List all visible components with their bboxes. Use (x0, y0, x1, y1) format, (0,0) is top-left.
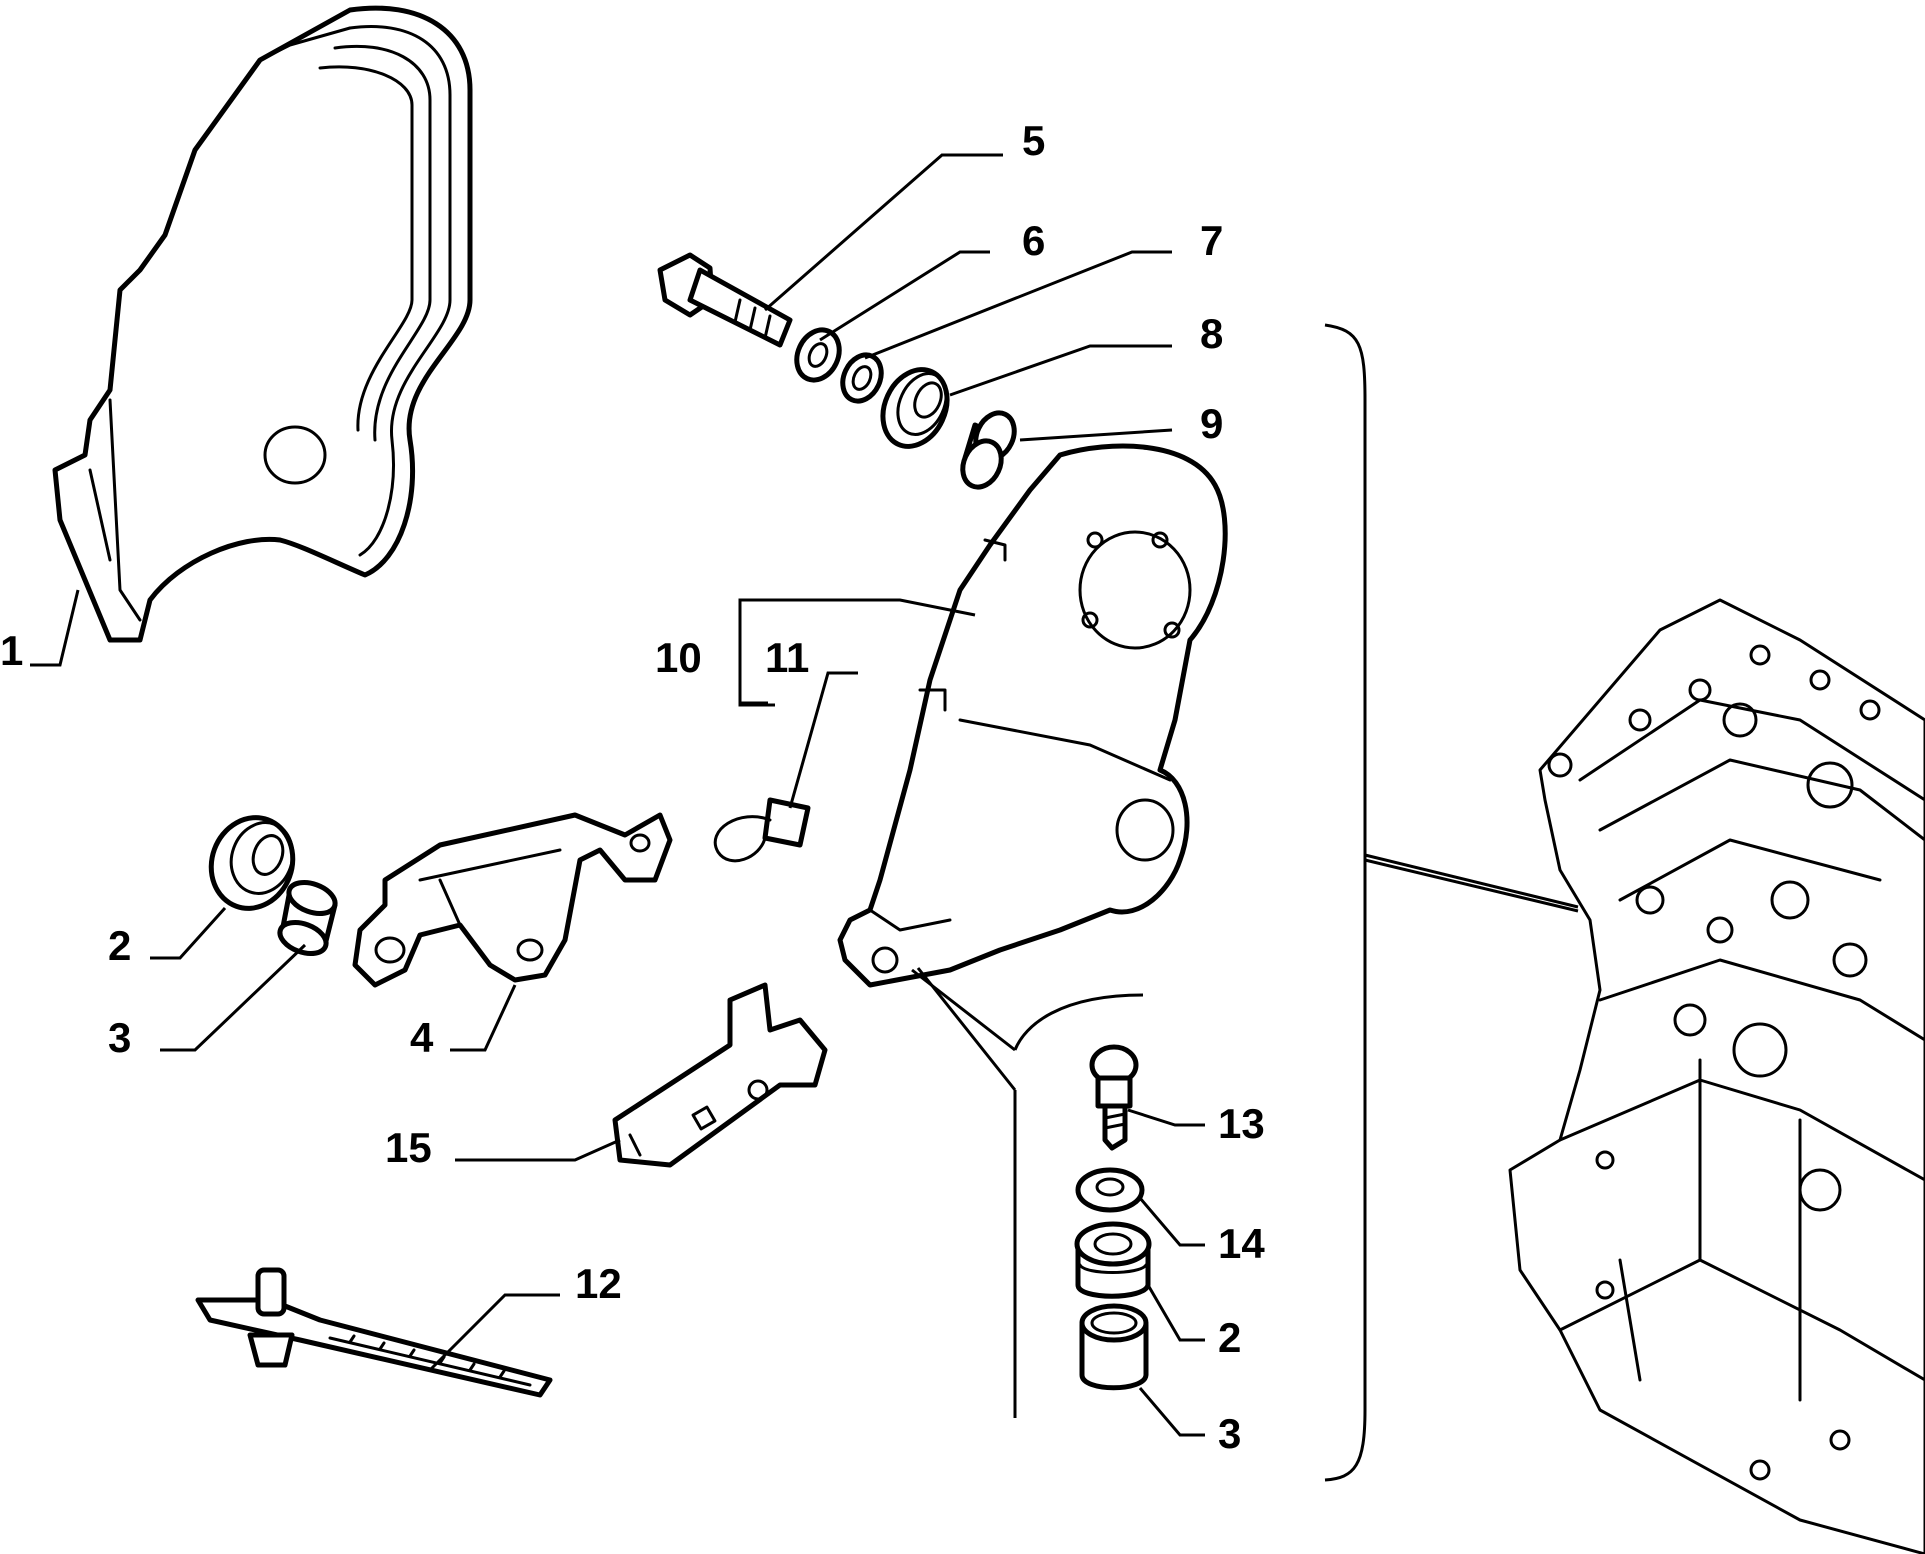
callout-12: 12 (575, 1260, 622, 1307)
callout-2: 2 (1218, 1314, 1241, 1361)
callout-2: 2 (108, 922, 131, 969)
cable-tie-icon (195, 1267, 553, 1398)
washer-icon (1075, 1167, 1145, 1213)
subassembly-brace (911, 967, 1144, 1418)
callout-5: 5 (1022, 117, 1045, 164)
callout-6: 6 (1022, 217, 1045, 264)
callout-9: 9 (1200, 400, 1223, 447)
callout-3: 3 (108, 1014, 131, 1061)
spacer-bushing-icon (1079, 1303, 1149, 1391)
callout-10: 10 (655, 634, 702, 681)
rubber-grommet-icon (880, 367, 950, 449)
assembly-brace (1324, 323, 1579, 1482)
callout-11: 11 (765, 634, 809, 681)
cover-bracket-icon (352, 812, 673, 988)
rubber-grommet-icon (208, 815, 296, 911)
spacer-bushing-icon (960, 410, 1017, 490)
outer-timing-cover-icon (52, 5, 473, 643)
callout-15: 15 (385, 1124, 432, 1171)
callout-1: 1 (0, 627, 23, 674)
callout-3: 3 (1218, 1410, 1241, 1457)
clip-icon (713, 797, 811, 863)
support-bracket-icon (612, 982, 828, 1168)
callout-14: 14 (1218, 1220, 1265, 1267)
bolt-icon (1089, 1044, 1139, 1151)
callout-8: 8 (1200, 310, 1223, 357)
spacer-bushing-icon (277, 879, 338, 957)
engine-block-icon (1508, 598, 1925, 1554)
callout-4: 4 (410, 1014, 434, 1061)
washer-icon (840, 352, 884, 404)
callout-13: 13 (1218, 1100, 1265, 1147)
leader-lines (30, 153, 1205, 1437)
callout-7: 7 (1200, 217, 1223, 264)
washer-icon (794, 327, 842, 383)
callout-labels: 1 2 3 4 5 6 7 8 9 10 11 12 13 14 2 3 15 (0, 117, 1265, 1457)
bolt-icon (657, 252, 793, 348)
inner-timing-cover-icon (837, 443, 1228, 988)
rubber-grommet-icon (1074, 1221, 1152, 1299)
